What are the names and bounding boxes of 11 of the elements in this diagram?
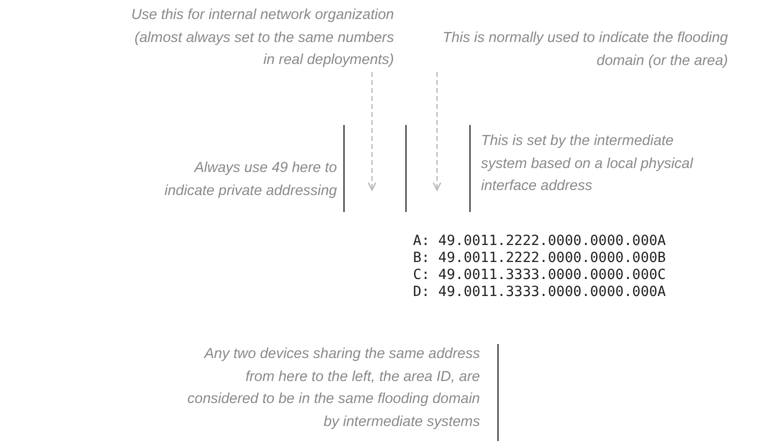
address-line: B: 49.0011.2222.0000.0000.000B xyxy=(413,250,666,267)
annotation-text: This is normally used to indicate the flooding domain (or the area) xyxy=(432,27,728,72)
address-line: A: 49.0011.2222.0000.0000.000A xyxy=(413,233,666,250)
annotation-text: Always use 49 here to indicate private addressing xyxy=(164,159,337,200)
address-line: C: 49.0011.3333.0000.0000.000C xyxy=(413,267,666,284)
annotation-text: Any two devices sharing the same address from here to the left, the area ID, are considered to be in the same flooding domain by intermediate systems xyxy=(186,345,480,432)
annotation-text: Use this for internal network organization (almost always set to the same numbers in real deployments) xyxy=(124,4,394,72)
annotation-text: This is set by the intermediate system based on a local physical interface address xyxy=(481,132,694,196)
dashed-arrow xyxy=(432,72,442,191)
dashed-arrow xyxy=(368,72,376,191)
address-line: D: 49.0011.3333.0000.0000.000A xyxy=(413,284,666,301)
